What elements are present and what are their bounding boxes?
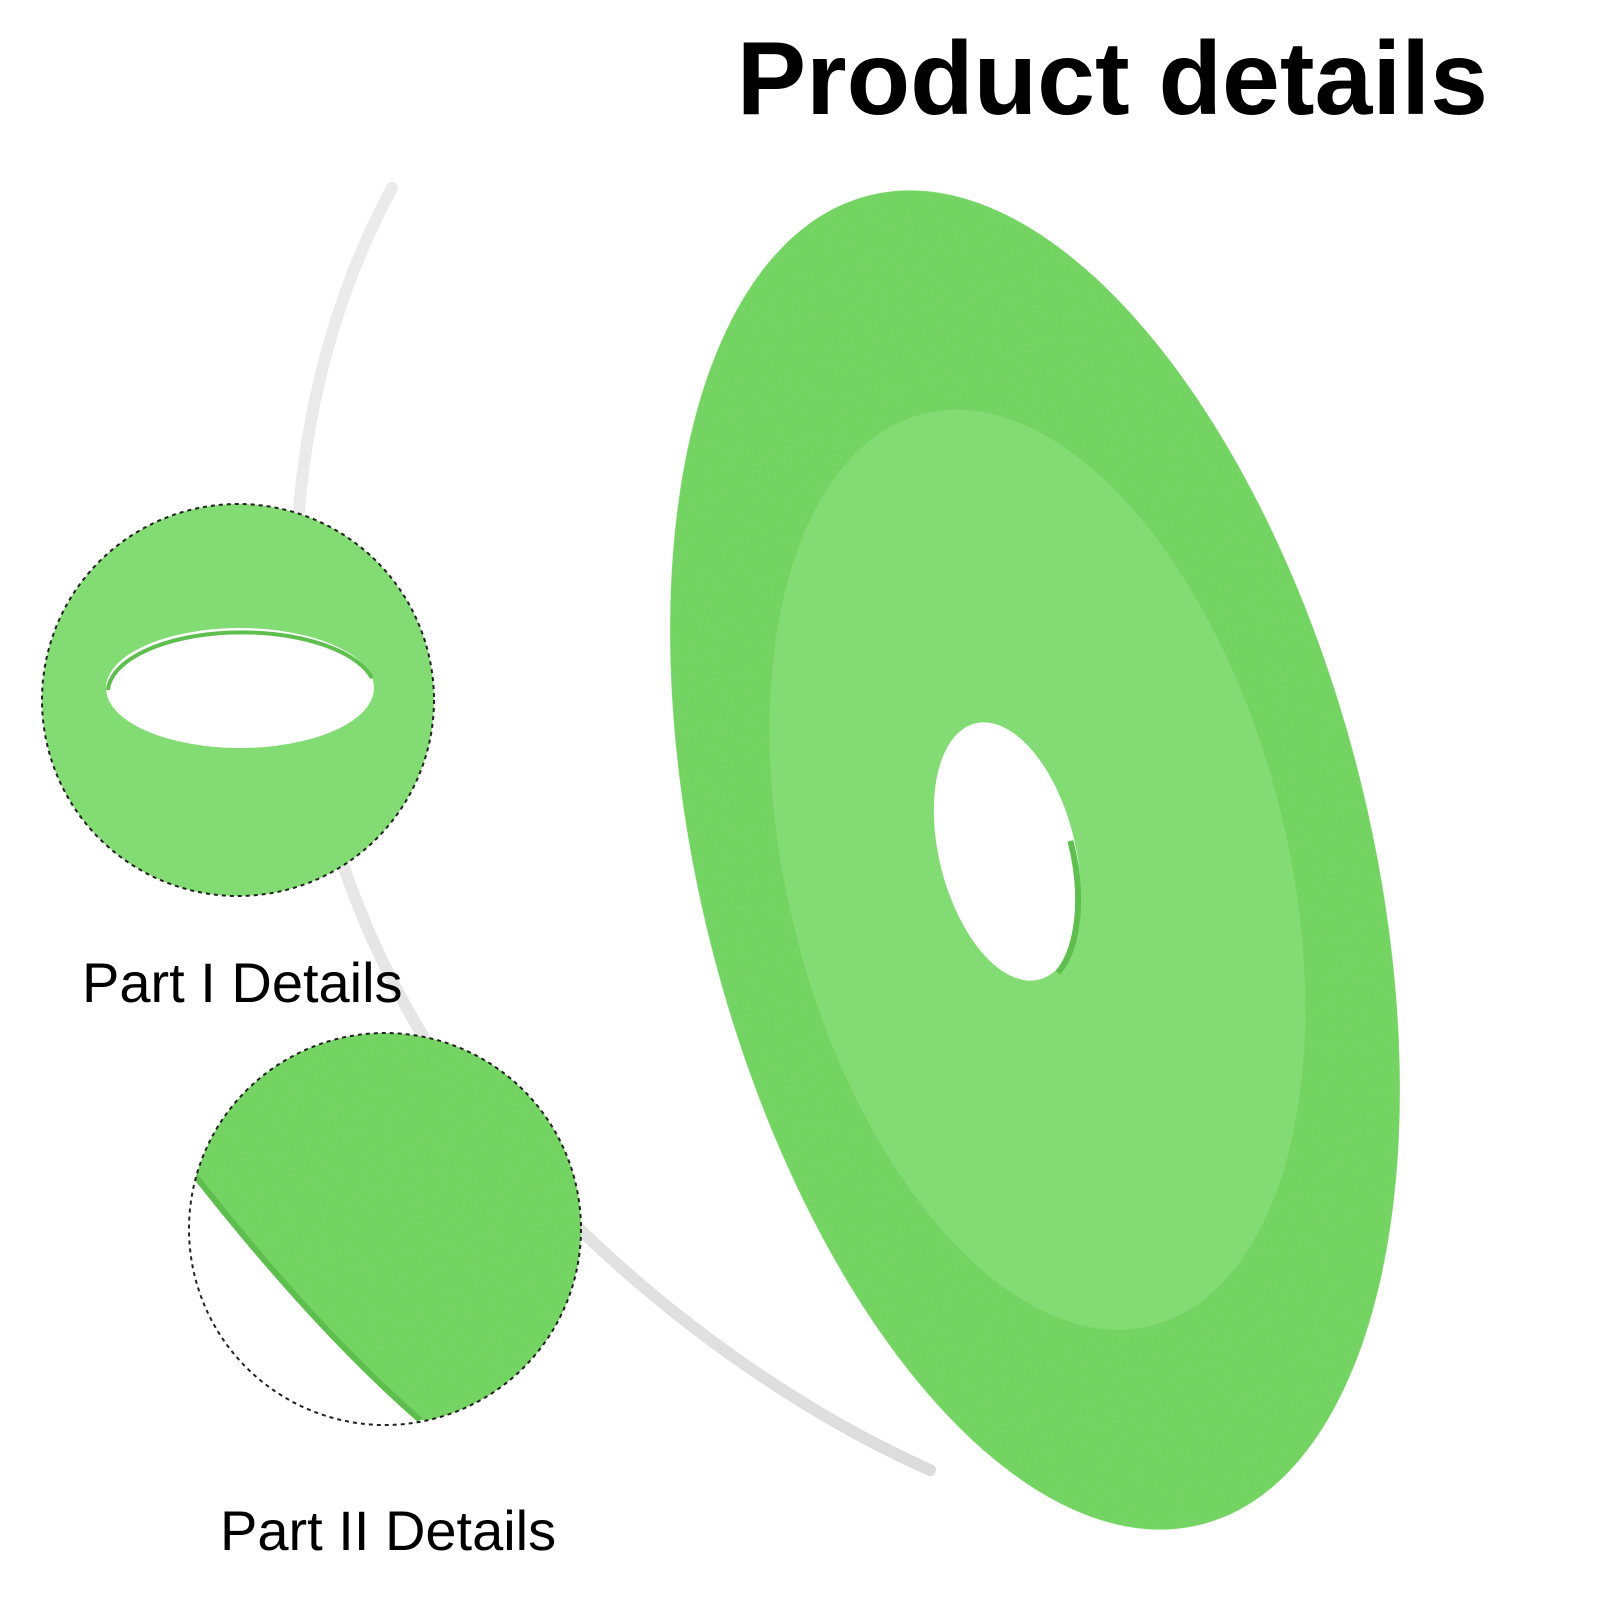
part-1-detail-circle <box>41 503 435 897</box>
part-1-details-label: Part I Details <box>82 951 403 1014</box>
cutting-disc-image <box>670 190 1400 1530</box>
part-2-details-label: Part II Details <box>220 1499 557 1562</box>
page-title: Product details <box>736 21 1488 137</box>
part-2-detail-circle <box>188 1032 582 1426</box>
disc-arbor-hole <box>933 722 1081 981</box>
inner-hole-closeup-image <box>106 628 374 748</box>
disc-hole-edge <box>1055 840 1082 975</box>
rim-texture-closeup-image <box>189 1033 581 1420</box>
